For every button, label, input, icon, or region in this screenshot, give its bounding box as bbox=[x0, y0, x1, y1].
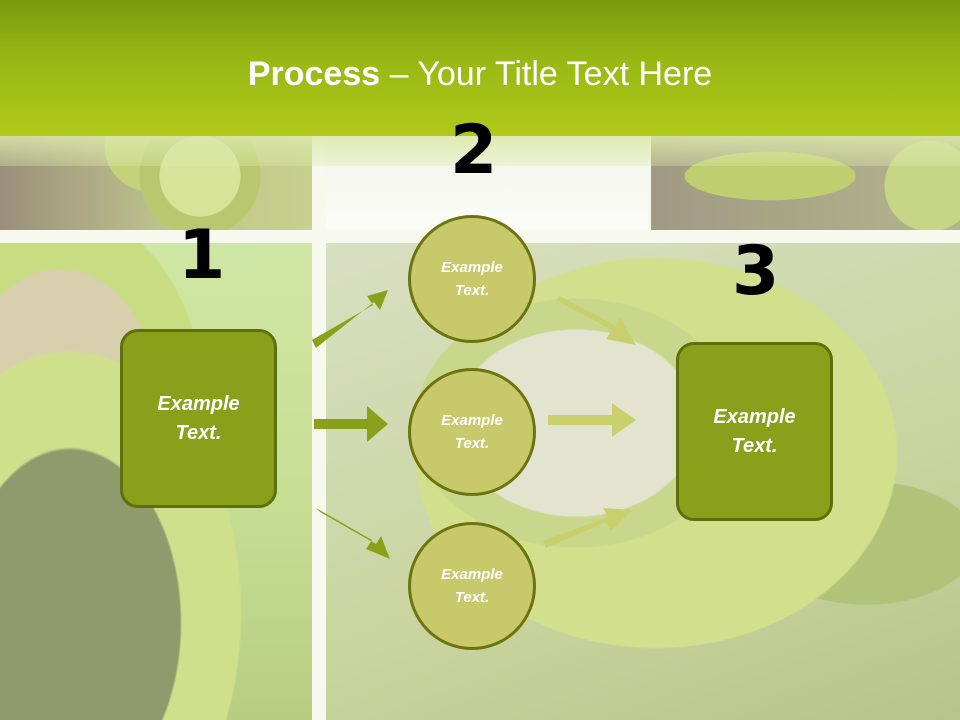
step-3-box: Example Text. bbox=[676, 342, 833, 521]
title-rest: – Your Title Text Here bbox=[380, 55, 713, 93]
circle-bottom-text: Example Text. bbox=[441, 566, 503, 606]
step-3-text: Example Text. bbox=[713, 405, 796, 457]
arrow-left-bottom bbox=[316, 508, 390, 559]
step-number-3: 3 bbox=[732, 232, 780, 311]
step-2-circle-top: Example Text. bbox=[408, 215, 536, 343]
step-2-circle-bottom: Example Text. bbox=[408, 522, 536, 650]
step-1-text: Example Text. bbox=[157, 392, 240, 444]
circle-middle-text: Example Text. bbox=[441, 412, 503, 452]
panel-divider-top bbox=[648, 136, 651, 230]
step-2-circle-middle: Example Text. bbox=[408, 368, 536, 496]
title-bold: Process bbox=[247, 55, 381, 93]
step-number-2: 2 bbox=[450, 111, 498, 190]
arrow-left-middle bbox=[314, 406, 388, 442]
circle-top-text: Example Text. bbox=[441, 259, 503, 299]
slide-title: Process – Your Title Text Here bbox=[0, 52, 960, 96]
arrow-right-top bbox=[556, 296, 636, 345]
step-number-1: 1 bbox=[178, 216, 226, 295]
arrow-right-bottom bbox=[543, 508, 632, 548]
step-1-box: Example Text. bbox=[120, 329, 277, 508]
arrow-left-top bbox=[312, 290, 388, 348]
title-bar-fade bbox=[0, 136, 960, 166]
arrow-right-middle bbox=[548, 403, 636, 437]
title-bar bbox=[0, 0, 960, 136]
